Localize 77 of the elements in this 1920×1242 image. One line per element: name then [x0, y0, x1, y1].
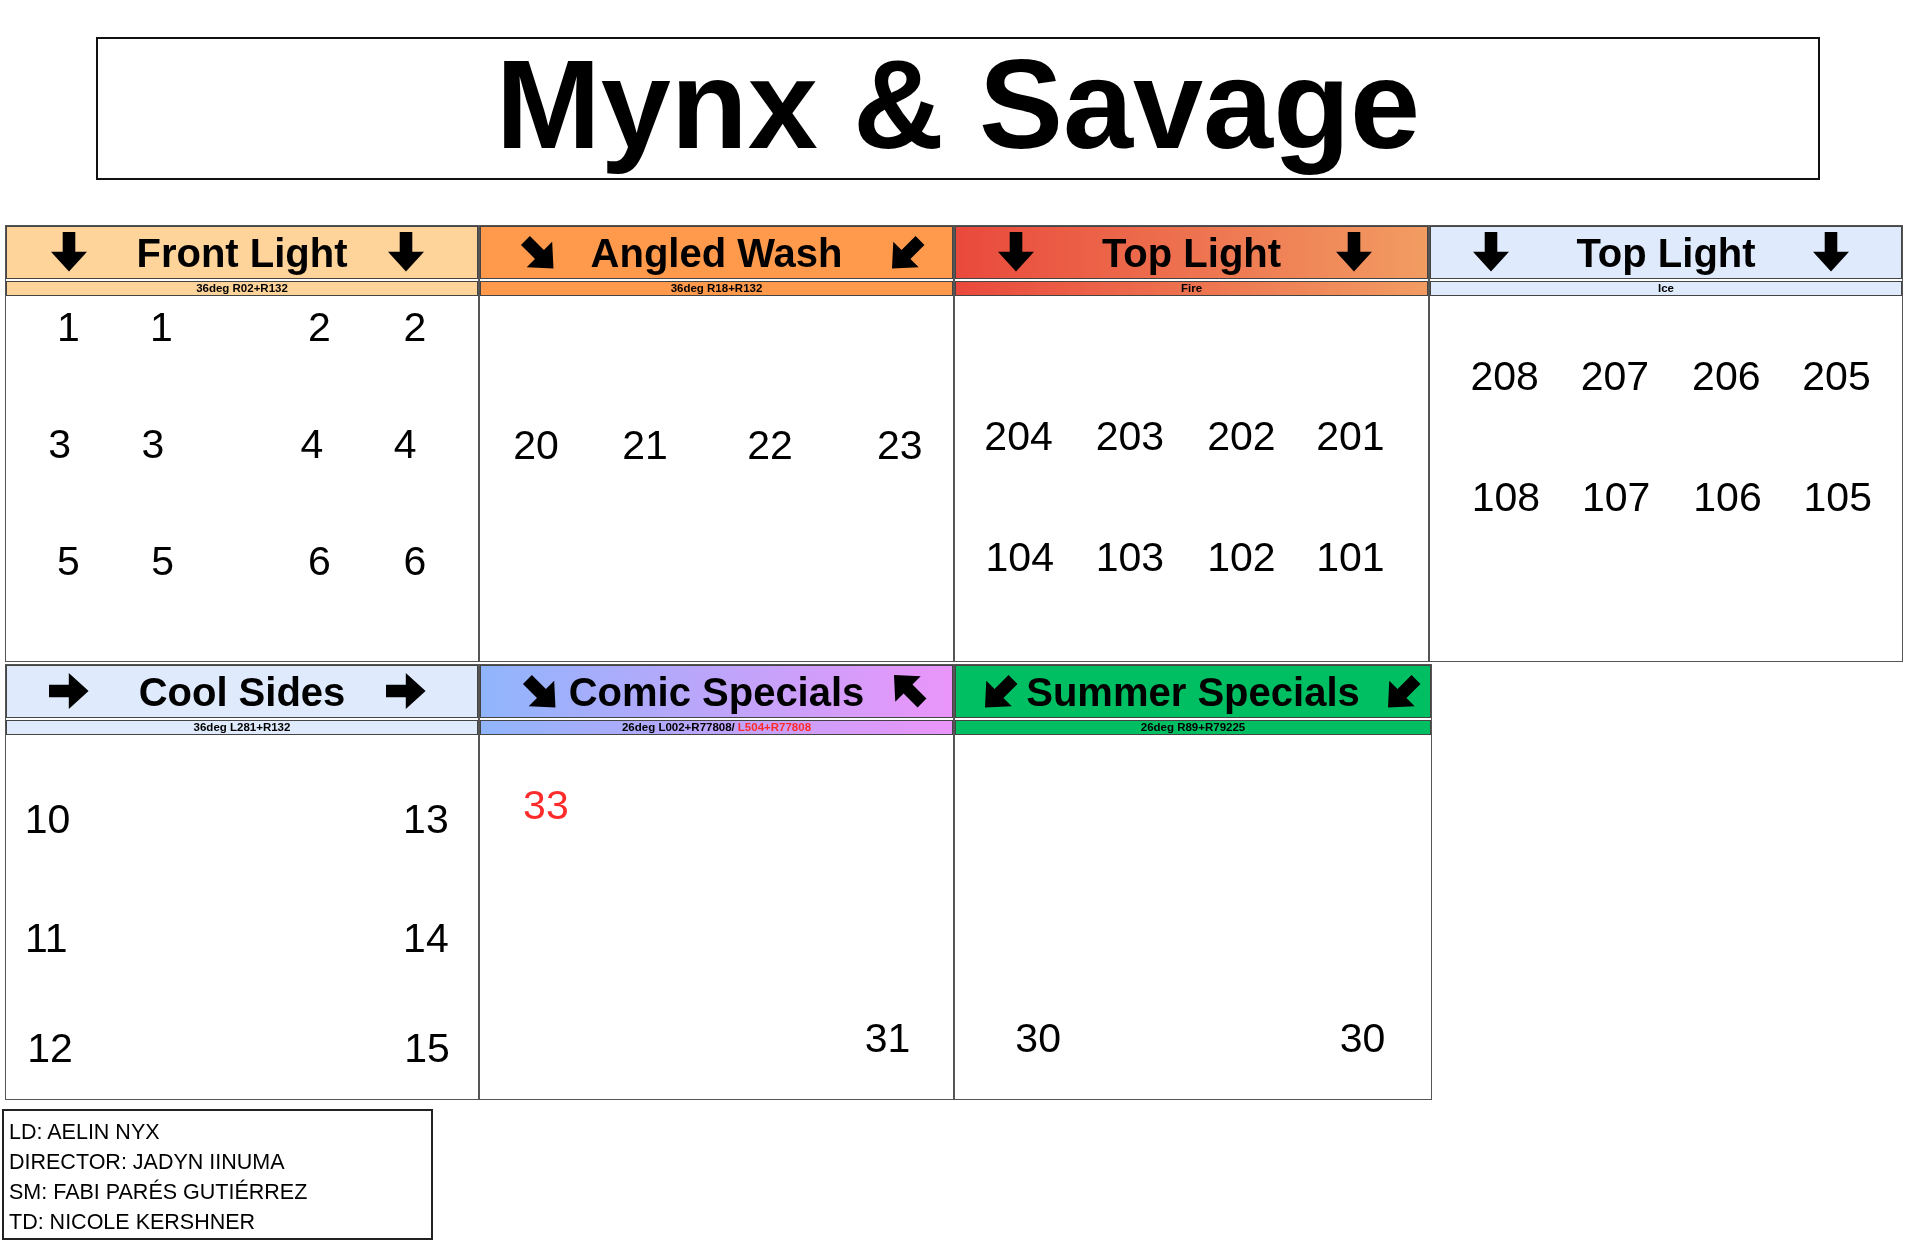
group-title: Comic Specials — [568, 671, 865, 712]
group-title: Cool Sides — [138, 671, 346, 712]
channel-number: 4 — [393, 423, 417, 465]
group-title: Angled Wash — [590, 232, 843, 273]
credit-line: LD: AELIN NYX — [9, 1119, 160, 1146]
channel-number: 2 — [403, 306, 427, 348]
fixture-spec-text: 26deg L002+R77808/ — [621, 721, 735, 734]
channel-number: 5 — [151, 540, 175, 582]
channel-number: 105 — [1803, 476, 1872, 518]
group-header-band — [480, 226, 953, 279]
channel-number: 1 — [56, 306, 80, 348]
channel-number: 15 — [404, 1027, 450, 1069]
group-title: Top Light — [1576, 232, 1756, 273]
fixture-spec-text: 36deg R18+R132 — [670, 282, 763, 295]
group-header-band — [955, 665, 1431, 718]
channel-number: 106 — [1693, 476, 1762, 518]
channel-number: 33 — [523, 785, 569, 826]
channel-number: 202 — [1207, 415, 1276, 457]
channel-number: 4 — [300, 423, 324, 465]
fixture-spec-text: Fire — [1180, 282, 1203, 295]
channel-number: 14 — [403, 917, 449, 959]
group-header-band — [6, 665, 478, 718]
channel-number: 30 — [1015, 1017, 1061, 1059]
channel-number: 5 — [56, 540, 80, 582]
channel-number: 104 — [985, 536, 1054, 578]
group-title: Front Light — [136, 232, 348, 273]
group-header-band — [955, 226, 1428, 279]
fixture-spec-text: Ice — [1658, 282, 1674, 295]
channel-number: 103 — [1095, 536, 1165, 578]
channel-number: 12 — [27, 1027, 73, 1069]
channel-number: 206 — [1692, 355, 1761, 397]
fixture-spec-strip — [480, 281, 953, 296]
channel-number: 6 — [403, 540, 427, 582]
channel-number: 11 — [25, 917, 68, 959]
credit-line: TD: NICOLE KERSHNER — [9, 1209, 256, 1236]
channel-number: 201 — [1316, 415, 1385, 457]
group-header-band — [6, 226, 478, 279]
fixture-spec-strip — [955, 720, 1431, 735]
fixture-spec-text: 36deg R02+R132 — [196, 282, 288, 295]
channel-number: 101 — [1316, 536, 1385, 578]
credit-line: SM: FABI PARÉS GUTIÉRREZ — [9, 1178, 308, 1206]
fixture-spec-strip — [1430, 281, 1902, 296]
channel-number: 23 — [876, 425, 923, 466]
channel-number: 2 — [307, 306, 331, 348]
channel-number: 204 — [984, 415, 1053, 457]
credit-line: DIRECTOR: JADYN IINUMA — [9, 1149, 285, 1176]
channel-number: 102 — [1207, 536, 1276, 578]
fixture-spec-strip — [6, 720, 478, 735]
fixture-spec-text: 26deg R89+R79225 — [1140, 721, 1246, 734]
channel-number: 20 — [513, 425, 559, 466]
channel-number: 208 — [1470, 355, 1539, 397]
group-title: Summer Specials — [1026, 671, 1360, 712]
channel-number: 6 — [307, 540, 331, 582]
group-title: Top Light — [1101, 232, 1282, 273]
channel-number: 13 — [403, 798, 449, 840]
group-header-band — [480, 665, 953, 718]
channel-number: 108 — [1471, 476, 1541, 518]
fixture-spec-text: L504+R77808 — [737, 721, 812, 734]
channel-number: 1 — [150, 306, 173, 348]
channel-number: 10 — [24, 798, 71, 840]
channel-number: 203 — [1095, 415, 1165, 457]
fixture-spec-text: 36deg L281+R132 — [193, 721, 291, 734]
diagram-title: Mynx & Savage — [495, 41, 1421, 176]
channel-number: 3 — [141, 423, 165, 465]
channel-number: 107 — [1581, 476, 1651, 518]
fixture-spec-strip — [955, 281, 1428, 296]
channel-number: 207 — [1580, 355, 1650, 397]
channel-number: 30 — [1339, 1017, 1386, 1059]
channel-number: 21 — [622, 425, 668, 466]
fixture-spec-strip — [480, 720, 953, 735]
credits-panel — [2, 1109, 433, 1240]
channel-number: 205 — [1802, 355, 1871, 397]
channel-number: 31 — [864, 1017, 911, 1059]
channel-number: 3 — [48, 423, 72, 465]
channel-number: 22 — [747, 425, 793, 466]
fixture-spec-strip — [6, 281, 478, 296]
group-header-band — [1430, 226, 1902, 279]
